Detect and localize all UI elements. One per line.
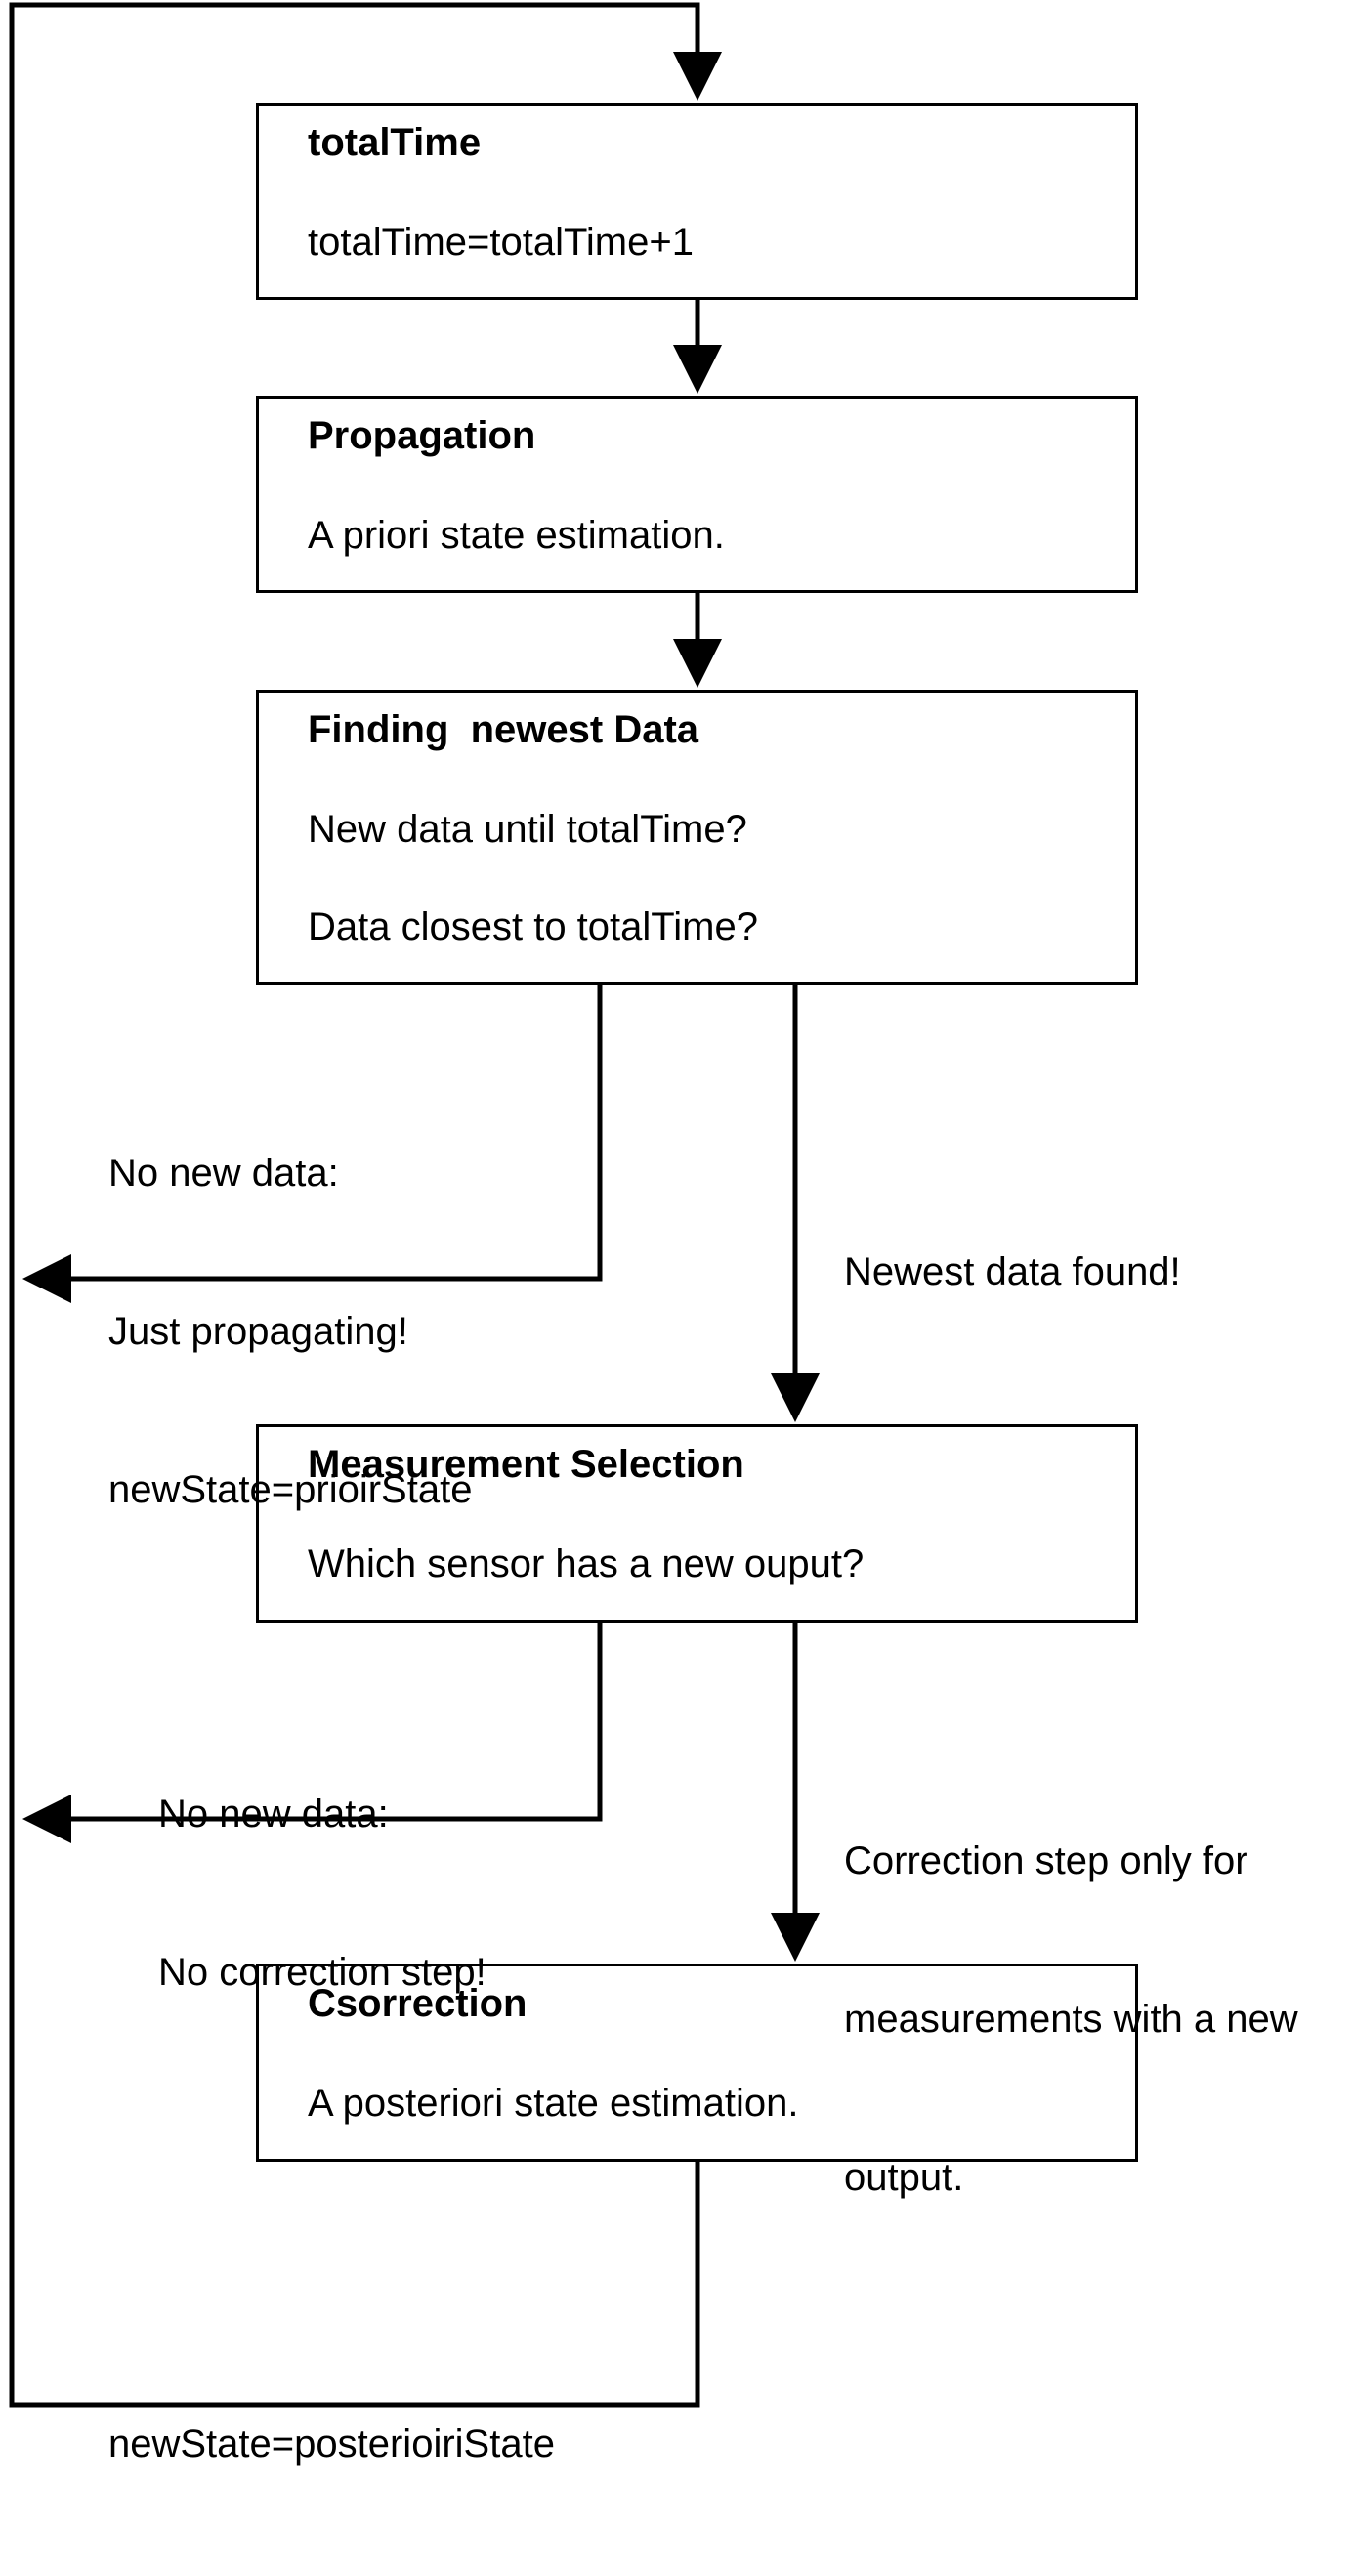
label-line: Newest data found! xyxy=(844,1250,1181,1293)
label-line: No correction step! xyxy=(158,1951,486,1994)
node-totaltime: totalTime totalTime=totalTime+1 xyxy=(256,103,1138,300)
node-title: totalTime xyxy=(308,121,482,164)
flowchart: totalTime totalTime=totalTime+1 Propagat… xyxy=(9,2,1298,2466)
loop-back-connector xyxy=(9,2,722,2408)
node-title: Propagation xyxy=(308,414,536,457)
node-finding-newest-data: Finding newest Data New data until total… xyxy=(256,690,1138,985)
label-line: Just propagating! xyxy=(108,1310,408,1353)
label-line: No new data: xyxy=(158,1793,389,1836)
label-line: newState=posterioiriState xyxy=(108,2423,555,2466)
label-line: measurements with a new xyxy=(844,1998,1298,2041)
node-correction: Csorrection A posteriori state estimatio… xyxy=(256,1964,1138,2162)
label-line: newState=prioirState xyxy=(108,1468,473,1511)
node-text: totalTime=totalTime+1 xyxy=(308,221,694,264)
node-propagation: Propagation A priori state estimation. xyxy=(256,396,1138,593)
connector-lines xyxy=(9,2,820,2408)
node-text: A priori state estimation. xyxy=(308,514,725,557)
edge-label-loop-back: newState=posterioiriState xyxy=(108,2312,555,2576)
node-measurement-selection: Measurement Selection Which sensor has a… xyxy=(256,1424,1138,1623)
edge-label-correction-only: Correction step only for measurements wi… xyxy=(844,1729,1298,2309)
label-line: No new data: xyxy=(108,1152,339,1195)
label-line: output. xyxy=(844,2156,964,2199)
node-title: Measurement Selection xyxy=(308,1443,744,1486)
node-title: Finding newest Data xyxy=(308,708,699,751)
arrow-selection-no-data xyxy=(22,1623,603,1843)
arrow-finding-no-data xyxy=(22,985,603,1303)
edge-label-newest-found: Newest data found! xyxy=(844,1140,1181,1404)
edge-label-no-new-data-1: No new data: Just propagating! newState=… xyxy=(108,1041,472,1622)
node-title: Csorrection xyxy=(308,1982,528,2025)
node-text: New data until totalTime? xyxy=(308,808,747,851)
node-text: Which sensor has a new ouput? xyxy=(308,1542,865,1585)
node-text: A posteriori state estimation. xyxy=(308,2082,799,2125)
node-text: Data closest to totalTime? xyxy=(308,906,758,949)
edge-label-no-new-data-2: No new data: No correction step! xyxy=(158,1682,486,2104)
label-line: Correction step only for xyxy=(844,1839,1248,1882)
